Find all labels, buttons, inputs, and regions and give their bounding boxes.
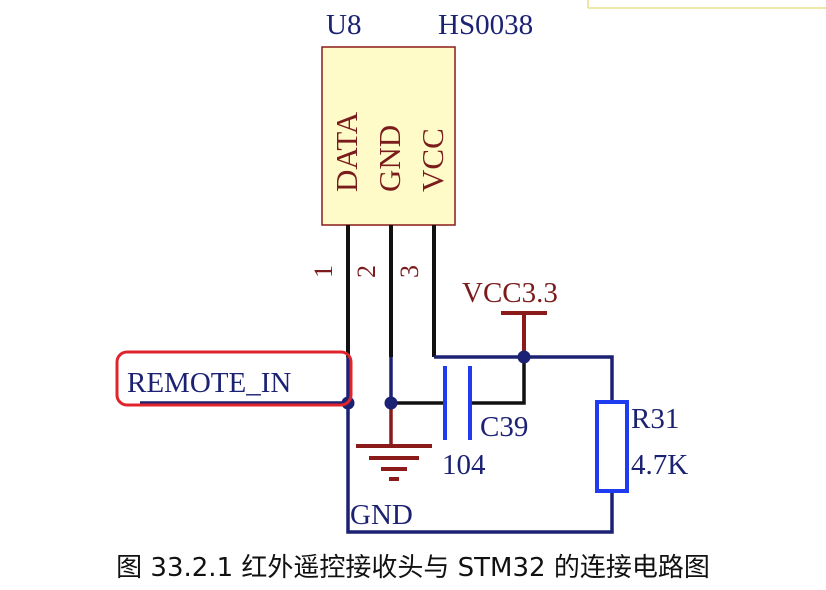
u8-pin-name-gnd: GND bbox=[372, 125, 407, 192]
gnd-label: GND bbox=[350, 499, 413, 531]
vcc-label: VCC3.3 bbox=[462, 277, 558, 309]
c39-value: 104 bbox=[442, 449, 486, 481]
u8-part-number: HS0038 bbox=[438, 9, 533, 41]
c39-designator: C39 bbox=[480, 411, 528, 443]
wire-vcc-to-r31-top bbox=[434, 355, 614, 402]
net-wires bbox=[140, 355, 614, 534]
junction-gnd bbox=[384, 396, 398, 410]
remote-in-label: REMOTE_IN bbox=[127, 367, 291, 399]
u8-pin-name-data: DATA bbox=[329, 111, 364, 192]
figure-caption: 图 33.2.1 红外遥控接收头与 STM32 的连接电路图 bbox=[116, 553, 710, 583]
r31-body bbox=[595, 400, 629, 493]
u8-pin-number-3: 3 bbox=[395, 265, 424, 278]
wire-data-to-r31-bottom bbox=[346, 357, 614, 534]
u8-body bbox=[321, 46, 456, 226]
u8-designator: U8 bbox=[326, 9, 361, 41]
u8-pin-name-vcc: VCC bbox=[415, 128, 450, 192]
remote-in-highlight bbox=[115, 350, 353, 407]
u8-pin-number-2: 2 bbox=[352, 265, 381, 278]
r31-value: 4.7K bbox=[631, 449, 688, 481]
schematic-diagram: U8 HS0038 DATA GND VCC 1 2 3 C39 104 R31… bbox=[115, 0, 826, 534]
u8-pin-number-1: 1 bbox=[309, 265, 338, 278]
wire-c39-to-vcc bbox=[470, 357, 526, 405]
r31-designator: R31 bbox=[631, 403, 679, 435]
junction-vcc bbox=[517, 350, 531, 364]
